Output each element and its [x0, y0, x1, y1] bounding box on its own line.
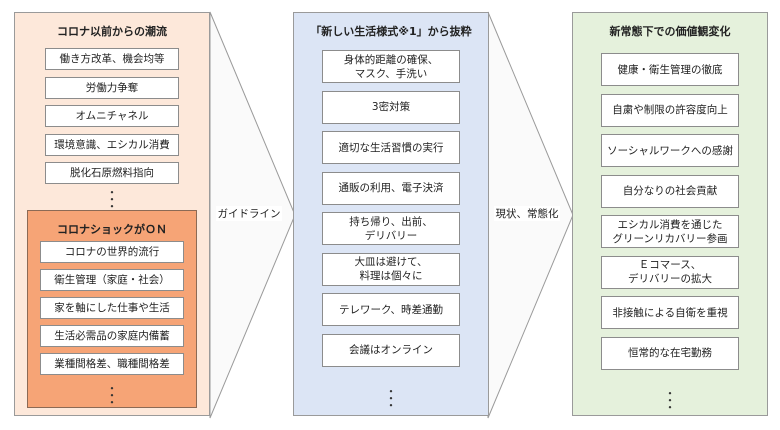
- left-panel-title: コロナ以前からの潮流: [57, 25, 167, 38]
- value-change-item: 恒常的な在宅勤務: [601, 336, 739, 370]
- left-dots: ・ ・ ・: [106, 186, 118, 213]
- shock-item: 家を軸にした仕事や生活: [40, 297, 184, 319]
- lifestyle-item: 持ち帰り、出前、 デリバリー: [322, 212, 460, 245]
- lifestyle-item: 会議はオンライン: [322, 333, 460, 367]
- corona-shock-panel: コロナショックがＯＮ コロナの世界的流行衛生管理（家庭・社会） 家を軸にした仕事や…: [27, 210, 197, 408]
- trend-item: 環境意識、エシカル消費: [45, 133, 179, 156]
- value-change-item: エシカル消費を通じた グリーンリカバリー参画: [601, 215, 739, 248]
- lifestyle-item: 通販の利用、電子決済: [322, 171, 460, 205]
- center-panel: 「新しい生活様式※1」から抜粋 身体的距離の確保、 マスク、手洗い 3密対策適切な…: [293, 12, 489, 416]
- shock-item: 衛生管理（家庭・社会）: [40, 269, 184, 291]
- shock-item: 業種間格差、職種間格差: [40, 353, 184, 375]
- shock-item: 生活必需品の家庭内備蓄: [40, 325, 184, 347]
- trend-item: 労働力争奪: [45, 76, 179, 99]
- value-change-item: 自粛や制限の許容度向上: [601, 93, 739, 127]
- trend-item: オムニチャネル: [45, 105, 179, 127]
- center-dots: ・ ・ ・: [385, 385, 397, 412]
- lifestyle-item: テレワーク、時差通勤: [322, 293, 460, 326]
- value-change-item: 非接触による自衛を重視: [601, 296, 739, 329]
- lifestyle-item: 3密対策: [322, 90, 460, 124]
- trend-item: 脱化石原燃料指向: [45, 162, 179, 184]
- arrow-label-guideline: ガイドライン: [216, 206, 282, 221]
- right-panel-title: 新常態下での価値観変化: [609, 25, 731, 38]
- lifestyle-item: 大皿は避けて、 料理は個々に: [322, 252, 460, 286]
- shock-item: コロナの世界的流行: [40, 241, 184, 263]
- lifestyle-item: 身体的距離の確保、 マスク、手洗い: [322, 50, 460, 83]
- corona-shock-title: コロナショックがＯＮ: [57, 223, 167, 236]
- lifestyle-item: 適切な生活習慣の実行: [322, 131, 460, 164]
- value-change-item: 健康・衛生管理の徹底: [601, 53, 739, 86]
- trend-item: 働き方改革、機会均等: [45, 48, 179, 70]
- value-change-item: Ｅコマース、 デリバリーの拡大: [601, 255, 739, 289]
- arrow-label-status-quo: 現状、常態化: [494, 206, 560, 221]
- value-change-item: ソーシャルワークへの感謝: [601, 134, 739, 167]
- left-panel: コロナ以前からの潮流 働き方改革、機会均等労働力争奪オムニチャネル環境意識、エシ…: [14, 12, 210, 416]
- right-panel: 新常態下での価値観変化 健康・衛生管理の徹底自粛や制限の許容度向上ソーシャルワー…: [572, 12, 768, 416]
- corona-shock-dots: ・ ・ ・: [106, 382, 118, 409]
- center-panel-title: 「新しい生活様式※1」から抜粋: [310, 25, 472, 38]
- value-change-item: 自分なりの社会貢献: [601, 174, 739, 208]
- right-dots: ・ ・ ・: [664, 387, 676, 414]
